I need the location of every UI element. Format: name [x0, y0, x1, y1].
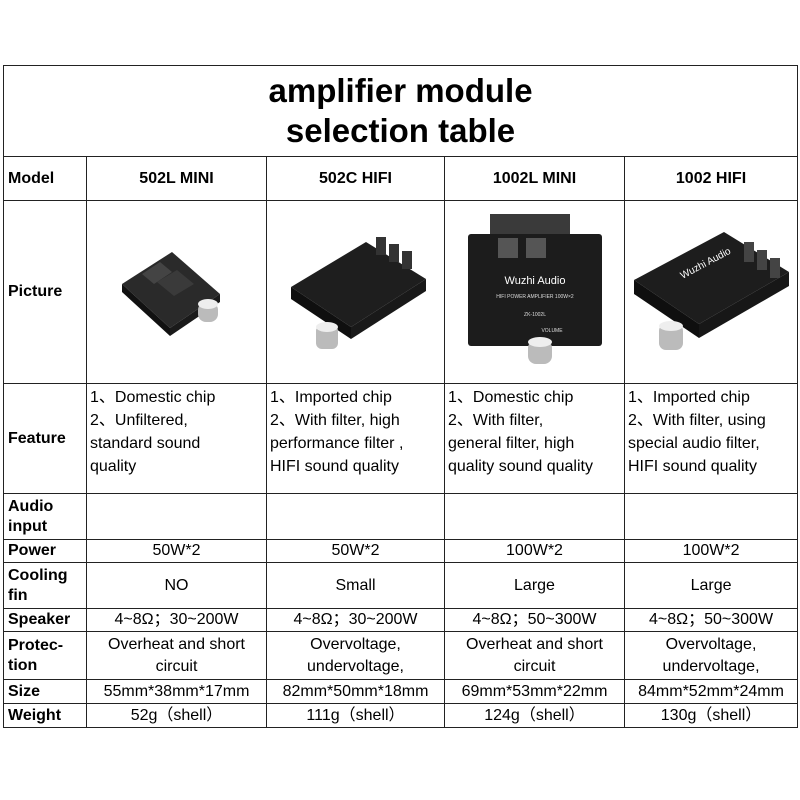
feature-line: 2、With filter, [448, 412, 544, 429]
feature-line: 2、Unfiltered, [90, 412, 188, 429]
row-label-picture: Picture [3, 200, 87, 384]
svg-text:ZK-1002L: ZK-1002L [524, 312, 546, 318]
model-name: 1002L MINI [444, 156, 625, 201]
audio-input-cell [444, 493, 625, 540]
power-value: 50W*2 [86, 539, 267, 563]
row-label-speaker: Speaker [3, 608, 87, 632]
feature-line: 1、Imported chip [628, 389, 750, 406]
feature-row: Feature 1、Domestic chip 2、Unfiltered, st… [3, 383, 799, 494]
feature-line: 1、Imported chip [270, 389, 392, 406]
cooling-row: Cooling fin NO Small Large Large [3, 562, 799, 609]
power-value: 100W*2 [623, 539, 799, 563]
row-label-power: Power [3, 539, 87, 563]
weight-value: 52g（shell） [86, 703, 267, 728]
size-value: 84mm*52mm*24mm [623, 679, 799, 704]
feature-cell: 1、Imported chip 2、With filter, using spe… [623, 383, 799, 494]
speaker-value: 4~8Ω；50~300W [623, 608, 799, 632]
size-value: 55mm*38mm*17mm [86, 679, 267, 704]
cooling-value: Small [266, 562, 445, 609]
product-image-502c-hifi [266, 200, 445, 384]
model-name: 502C HIFI [266, 156, 445, 201]
power-value: 50W*2 [266, 539, 445, 563]
size-value: 69mm*53mm*22mm [444, 679, 625, 704]
weight-row: Weight 52g（shell） 111g（shell） 124g（shell… [3, 703, 799, 728]
audio-input-row: Audio input [3, 493, 799, 540]
power-row: Power 50W*2 50W*2 100W*2 100W*2 [3, 539, 799, 563]
product-image-1002l-mini: Wuzhi Audio HIFI POWER AMPLIFIER 100W×2 … [444, 200, 625, 384]
table-title: amplifier module selection table [2, 65, 799, 157]
row-label-audio-input: Audio input [3, 493, 87, 540]
comparison-table: amplifier module selection table Model 5… [2, 65, 799, 728]
protection-value: Overvoltage,undervoltage, [266, 631, 445, 680]
row-label-size: Size [3, 679, 87, 704]
size-row: Size 55mm*38mm*17mm 82mm*50mm*18mm 69mm*… [3, 679, 799, 704]
svg-text:Wuzhi Audio: Wuzhi Audio [504, 275, 565, 287]
weight-value: 111g（shell） [266, 703, 445, 728]
product-image-502l-mini [86, 200, 267, 384]
row-label-weight: Weight [3, 703, 87, 728]
feature-line: 2、With filter, using [628, 412, 766, 429]
weight-value: 124g（shell） [444, 703, 625, 728]
title-line-2: selection table [285, 112, 516, 149]
feature-line: quality sound quality [448, 458, 593, 475]
feature-line: HIFI sound quality [270, 458, 399, 475]
feature-line: special audio filter, [628, 435, 760, 452]
size-value: 82mm*50mm*18mm [266, 679, 445, 704]
svg-text:HIFI POWER AMPLIFIER 100W×2: HIFI POWER AMPLIFIER 100W×2 [496, 294, 574, 300]
speaker-row: Speaker 4~8Ω；30~200W 4~8Ω；30~200W 4~8Ω；5… [3, 608, 799, 632]
audio-input-cell [266, 493, 445, 540]
product-image-1002-hifi: Wuzhi Audio [623, 200, 799, 384]
feature-cell: 1、Imported chip 2、With filter, high perf… [266, 383, 445, 494]
model-row: Model 502L MINI 502C HIFI 1002L MINI 100… [3, 156, 799, 201]
feature-line: standard sound [90, 435, 201, 452]
feature-line: 2、With filter, high [270, 412, 400, 429]
speaker-value: 4~8Ω；30~200W [266, 608, 445, 632]
model-name: 1002 HIFI [623, 156, 799, 201]
row-label-model: Model [3, 156, 87, 201]
power-value: 100W*2 [444, 539, 625, 563]
row-label-protection: Protec- tion [3, 631, 87, 680]
speaker-value: 4~8Ω；30~200W [86, 608, 267, 632]
weight-value: 130g（shell） [623, 703, 799, 728]
picture-row: Picture [3, 200, 799, 384]
cooling-value: Large [623, 562, 799, 609]
feature-line: general filter, high [448, 435, 575, 452]
svg-text:VOLUME: VOLUME [541, 328, 563, 334]
row-label-cooling: Cooling fin [3, 562, 87, 609]
selection-table: amplifier module selection table Model 5… [2, 65, 799, 730]
model-name: 502L MINI [86, 156, 267, 201]
feature-line: performance filter , [270, 435, 404, 452]
feature-line: 1、Domestic chip [448, 389, 574, 406]
feature-cell: 1、Domestic chip 2、Unfiltered, standard s… [86, 383, 267, 494]
cooling-value: NO [86, 562, 267, 609]
feature-line: 1、Domestic chip [90, 389, 216, 406]
audio-input-cell [623, 493, 799, 540]
feature-line: quality [90, 458, 137, 475]
protection-value: Overvoltage,undervoltage, [623, 631, 799, 680]
cooling-value: Large [444, 562, 625, 609]
feature-line: HIFI sound quality [628, 458, 757, 475]
feature-cell: 1、Domestic chip 2、With filter, general f… [444, 383, 625, 494]
audio-input-cell [86, 493, 267, 540]
row-label-feature: Feature [3, 383, 87, 494]
speaker-value: 4~8Ω；50~300W [444, 608, 625, 632]
title-line-1: amplifier module [268, 72, 533, 109]
